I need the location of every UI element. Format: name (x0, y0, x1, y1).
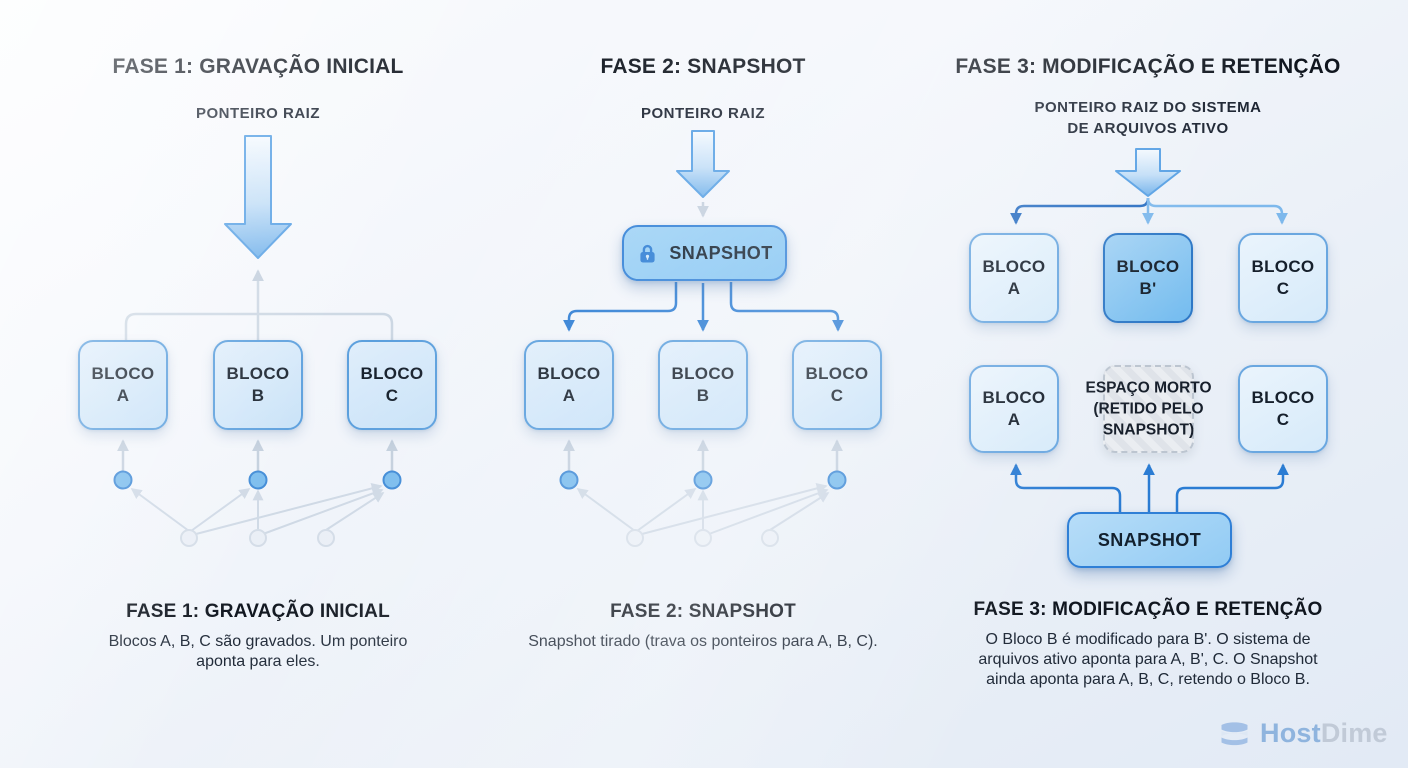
logo-wordmark: HostDime (1260, 718, 1388, 749)
block-label: BLOCO (1251, 388, 1315, 407)
server-stack-icon (1218, 719, 1251, 749)
dead-space-line: ESPAÇO MORTO (1085, 379, 1212, 397)
phase2-faded-nodes (626, 529, 779, 547)
block-label: BLOCO (1251, 257, 1315, 276)
block-label: BLOCO (982, 257, 1046, 276)
phase2-title: FASE 2: SNAPSHOT (600, 55, 806, 78)
block-label: BLOCO (671, 364, 735, 383)
phase1-block-pointer-arrows (117, 439, 398, 471)
dead-space-line: SNAPSHOT) (1102, 421, 1195, 439)
phase2-snapshot-to-blocks (563, 282, 844, 332)
phase3-active-block-a: BLOCO A (969, 233, 1059, 323)
phase2-block-c: BLOCO C (792, 340, 882, 430)
dead-space-label: ESPAÇO MORTO (RETIDO PELO SNAPSHOT) (1085, 378, 1211, 441)
block-letter: C (830, 386, 844, 405)
phase3-caption-line: O Bloco B é modificado para B'. O sistem… (985, 631, 1311, 648)
phase2-root-pointer-arrow (676, 130, 730, 218)
phase3-active-branches (1010, 197, 1288, 225)
phase2-snapshot-box: SNAPSHOT (622, 225, 787, 281)
phase3-snapshot-branches (1010, 463, 1289, 512)
phase3-active-block-b-prime: BLOCO B' (1103, 233, 1193, 323)
phase3-caption: FASE 3: MODIFICAÇÃO E RETENÇÃO O Bloco B… (928, 599, 1368, 690)
phase2-caption-title: FASE 2: SNAPSHOT (610, 601, 796, 622)
phase2-block-b: BLOCO B (658, 340, 748, 430)
phase3-root-pointer-arrow (1115, 148, 1181, 197)
phase1-faded-nodes (180, 529, 335, 547)
phase2-pointer-nodes (559, 470, 847, 490)
block-label: BLOCO (360, 364, 424, 383)
phase2-block-a: BLOCO A (524, 340, 614, 430)
phase1-pointer-nodes (113, 470, 402, 490)
phase1-caption-title: FASE 1: GRAVAÇÃO INICIAL (126, 601, 390, 622)
block-label: BLOCO (226, 364, 290, 383)
phase3-pointer-line: DE ARQUIVOS ATIVO (1067, 120, 1229, 137)
phase1-title: FASE 1: GRAVAÇÃO INICIAL (112, 55, 404, 78)
block-letter: C (1276, 279, 1290, 298)
logo-host-text: Host (1260, 718, 1321, 748)
block-letter: B' (1139, 279, 1157, 298)
phase2-metadata-arrows (576, 483, 830, 535)
phase3-title: FASE 3: MODIFICAÇÃO E RETENÇÃO (955, 55, 1341, 78)
phase3-dead-space-box: ESPAÇO MORTO (RETIDO PELO SNAPSHOT) (1085, 365, 1212, 453)
hostdime-logo: HostDime (1218, 718, 1388, 749)
lock-icon (636, 242, 659, 265)
block-label: BLOCO (1116, 257, 1180, 276)
block-letter: A (116, 386, 130, 405)
snapshot-label: SNAPSHOT (1097, 529, 1202, 550)
block-letter: B (696, 386, 710, 405)
phase3-pointer-line: PONTEIRO RAIZ DO SISTEMA (1034, 99, 1262, 116)
snapshot-label: SNAPSHOT (669, 242, 773, 263)
phase1-caption-line: Blocos A, B, C são gravados. Um ponteiro (108, 633, 408, 650)
phase1-pointer-label: PONTEIRO RAIZ (195, 105, 320, 122)
dead-space-line: (RETIDO PELO (1093, 400, 1204, 418)
phase1-caption: FASE 1: GRAVAÇÃO INICIAL Blocos A, B, C … (38, 601, 478, 672)
phase1-tree-connectors (124, 269, 394, 340)
phase1-block-b: BLOCO B (213, 340, 303, 430)
block-letter: A (562, 386, 576, 405)
phase2-caption: FASE 2: SNAPSHOT Snapshot tirado (trava … (483, 601, 923, 652)
phase1-root-pointer-arrow (224, 135, 292, 259)
block-letter: A (1007, 410, 1021, 429)
phase2-caption-line: Snapshot tirado (trava os ponteiros para… (528, 633, 878, 650)
phase3-retained-block-c: BLOCO C (1238, 365, 1328, 453)
phase1-block-a: BLOCO A (78, 340, 168, 430)
block-label: BLOCO (982, 388, 1046, 407)
phase3-snapshot-box: SNAPSHOT (1067, 512, 1232, 568)
block-letter: A (1007, 279, 1021, 298)
block-letter: C (1276, 410, 1290, 429)
logo-dime-text: Dime (1320, 718, 1388, 748)
phase3-caption-title: FASE 3: MODIFICAÇÃO E RETENÇÃO (973, 599, 1323, 620)
phase1-caption-line: aponta para eles. (196, 653, 320, 670)
phase2-pointer-label: PONTEIRO RAIZ (640, 105, 765, 122)
phase2-block-pointer-arrows (563, 439, 843, 471)
phase3-retained-block-a: BLOCO A (969, 365, 1059, 453)
block-letter: C (385, 386, 399, 405)
phase1-metadata-arrows (130, 483, 385, 535)
phase3-caption-line: arquivos ativo aponta para A, B', C. O S… (978, 651, 1318, 668)
block-label: BLOCO (805, 364, 869, 383)
block-letter: B (251, 386, 265, 405)
block-label: BLOCO (91, 364, 155, 383)
phase3-active-block-c: BLOCO C (1238, 233, 1328, 323)
phase3-pointer-label: PONTEIRO RAIZ DO SISTEMA DE ARQUIVOS ATI… (928, 97, 1368, 139)
phase1-block-c: BLOCO C (347, 340, 437, 430)
phase3-caption-line: ainda aponta para A, B, C, retendo o Blo… (986, 671, 1310, 688)
block-label: BLOCO (537, 364, 601, 383)
